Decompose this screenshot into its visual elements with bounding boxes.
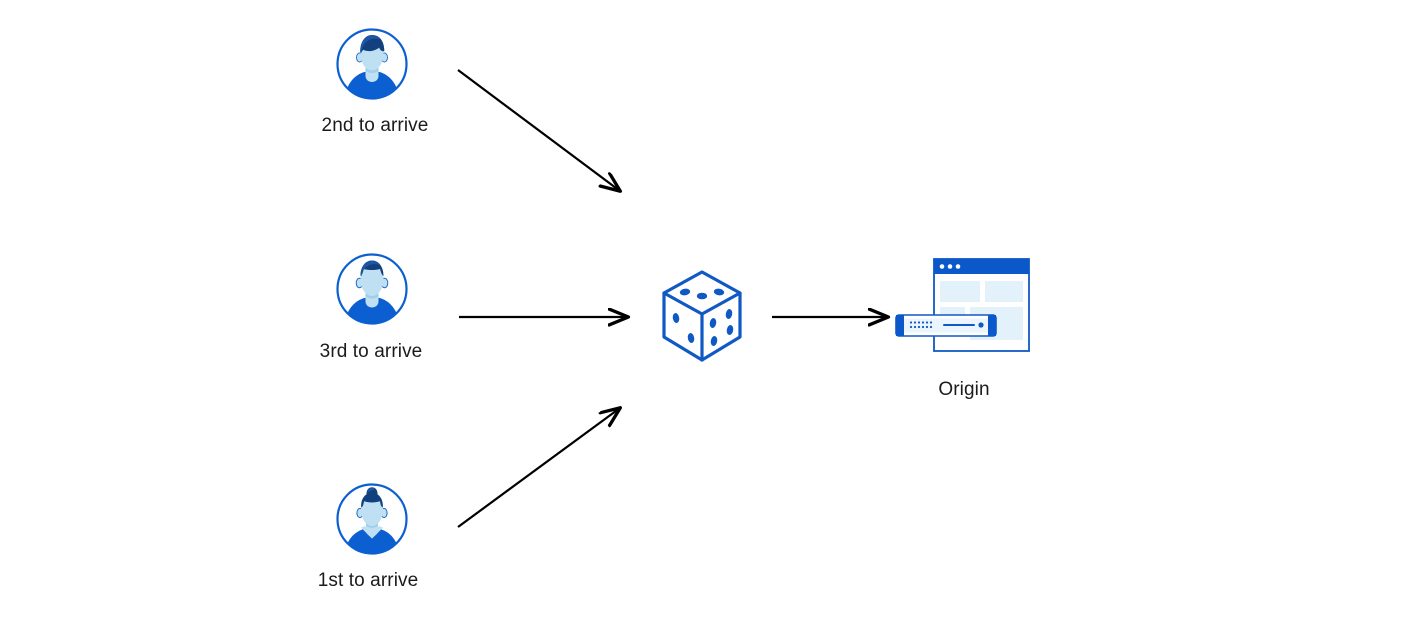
label-client-1: 1st to arrive bbox=[317, 570, 419, 591]
origin-node bbox=[890, 255, 1030, 355]
avatar-client-1 bbox=[335, 482, 409, 556]
user-avatar-icon bbox=[336, 28, 408, 100]
arrow-client2-to-dice bbox=[457, 69, 620, 191]
label-client-2: 2nd to arrive bbox=[321, 115, 429, 136]
avatar-client-3 bbox=[335, 252, 409, 326]
label-client-3: 3rd to arrive bbox=[319, 341, 423, 362]
server-device-icon bbox=[895, 314, 997, 337]
origin-server-icon bbox=[895, 258, 1030, 352]
user-avatar-icon bbox=[336, 253, 408, 325]
label-origin: Origin bbox=[938, 379, 990, 400]
dice-node bbox=[656, 266, 742, 362]
user-avatar-icon bbox=[336, 483, 408, 555]
avatar-client-2 bbox=[335, 27, 409, 101]
dice-icon bbox=[662, 270, 742, 362]
arrow-client1-to-dice bbox=[457, 408, 620, 528]
browser-window-icon bbox=[933, 258, 1030, 352]
